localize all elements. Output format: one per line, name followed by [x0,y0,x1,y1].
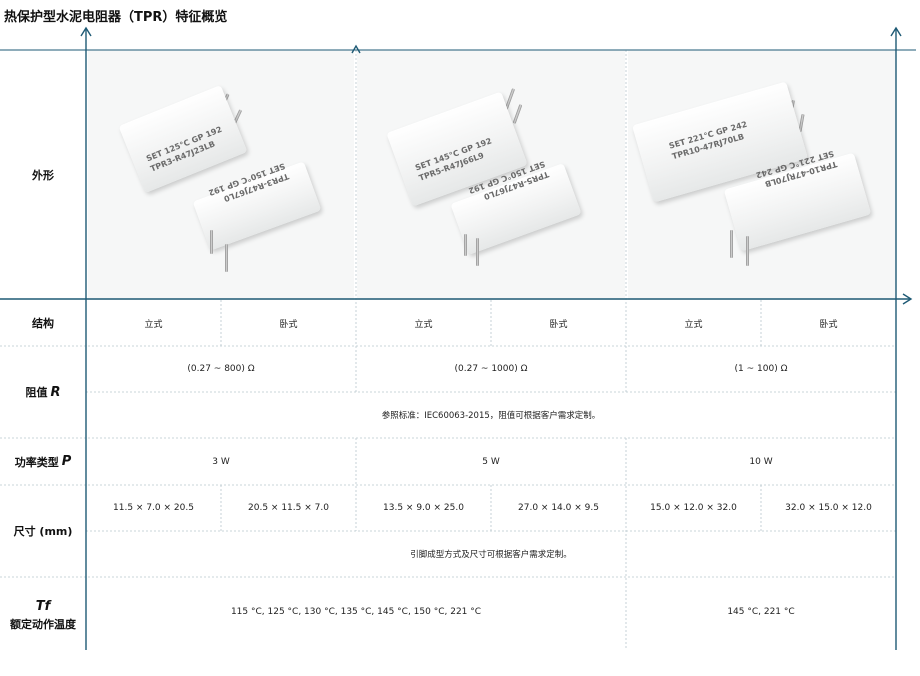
size-cell: 15.0 × 12.0 × 32.0 [650,503,737,513]
size-cell: 20.5 × 11.5 × 7.0 [248,503,329,513]
power-cell: 3 W [212,456,230,467]
structure-cell: 立式 [144,319,163,330]
size-cell: 11.5 × 7.0 × 20.5 [113,503,194,513]
page-title: 热保护型水泥电阻器（TPR）特征概览 [4,10,228,25]
power-cell: 10 W [749,456,773,467]
resistance-range-cell: (0.27 ~ 1000) Ω [454,364,528,374]
structure-cell: 卧式 [279,319,298,330]
resistor-horizontal-5w: TPR5-R47J67L0 SET 150°C GP 192 [450,159,582,275]
power-cell: 5 W [482,456,500,467]
resistor-horizontal-10w: TPR10-47RJ70LB SET 221°C GP 242 [720,149,872,275]
row-label-shape: 外形 [32,169,54,182]
size-note: 引脚成型方式及尺寸可根据客户需求定制。 [410,550,572,560]
temperature-cell: 145 °C, 221 °C [727,607,795,617]
row-label-structure: 结构 [32,317,54,330]
resistor-horizontal-3w: TPR3-R47J67L0 SET 150°C GP 192 [190,160,322,275]
size-cell: 13.5 × 9.0 × 25.0 [383,503,464,513]
row-label-size: 尺寸 (mm) [13,525,73,538]
size-cell: 32.0 × 15.0 × 12.0 [785,503,872,513]
resistance-note: 参照标准：IEC60063-2015，阻值可根据客户需求定制。 [381,411,601,421]
resistance-range-cell: (1 ~ 100) Ω [734,364,788,374]
structure-cell: 立式 [684,319,703,330]
row-label-temperature: Tf 额定动作温度 [10,598,76,631]
temperature-cell: 115 °C, 125 °C, 130 °C, 135 °C, 145 °C, … [230,607,482,617]
structure-cell: 卧式 [819,319,838,330]
resistance-range-cell: (0.27 ~ 800) Ω [187,364,255,374]
size-cell: 27.0 × 14.0 × 9.5 [518,503,599,513]
structure-cell: 立式 [414,319,433,330]
structure-cell: 卧式 [549,319,568,330]
